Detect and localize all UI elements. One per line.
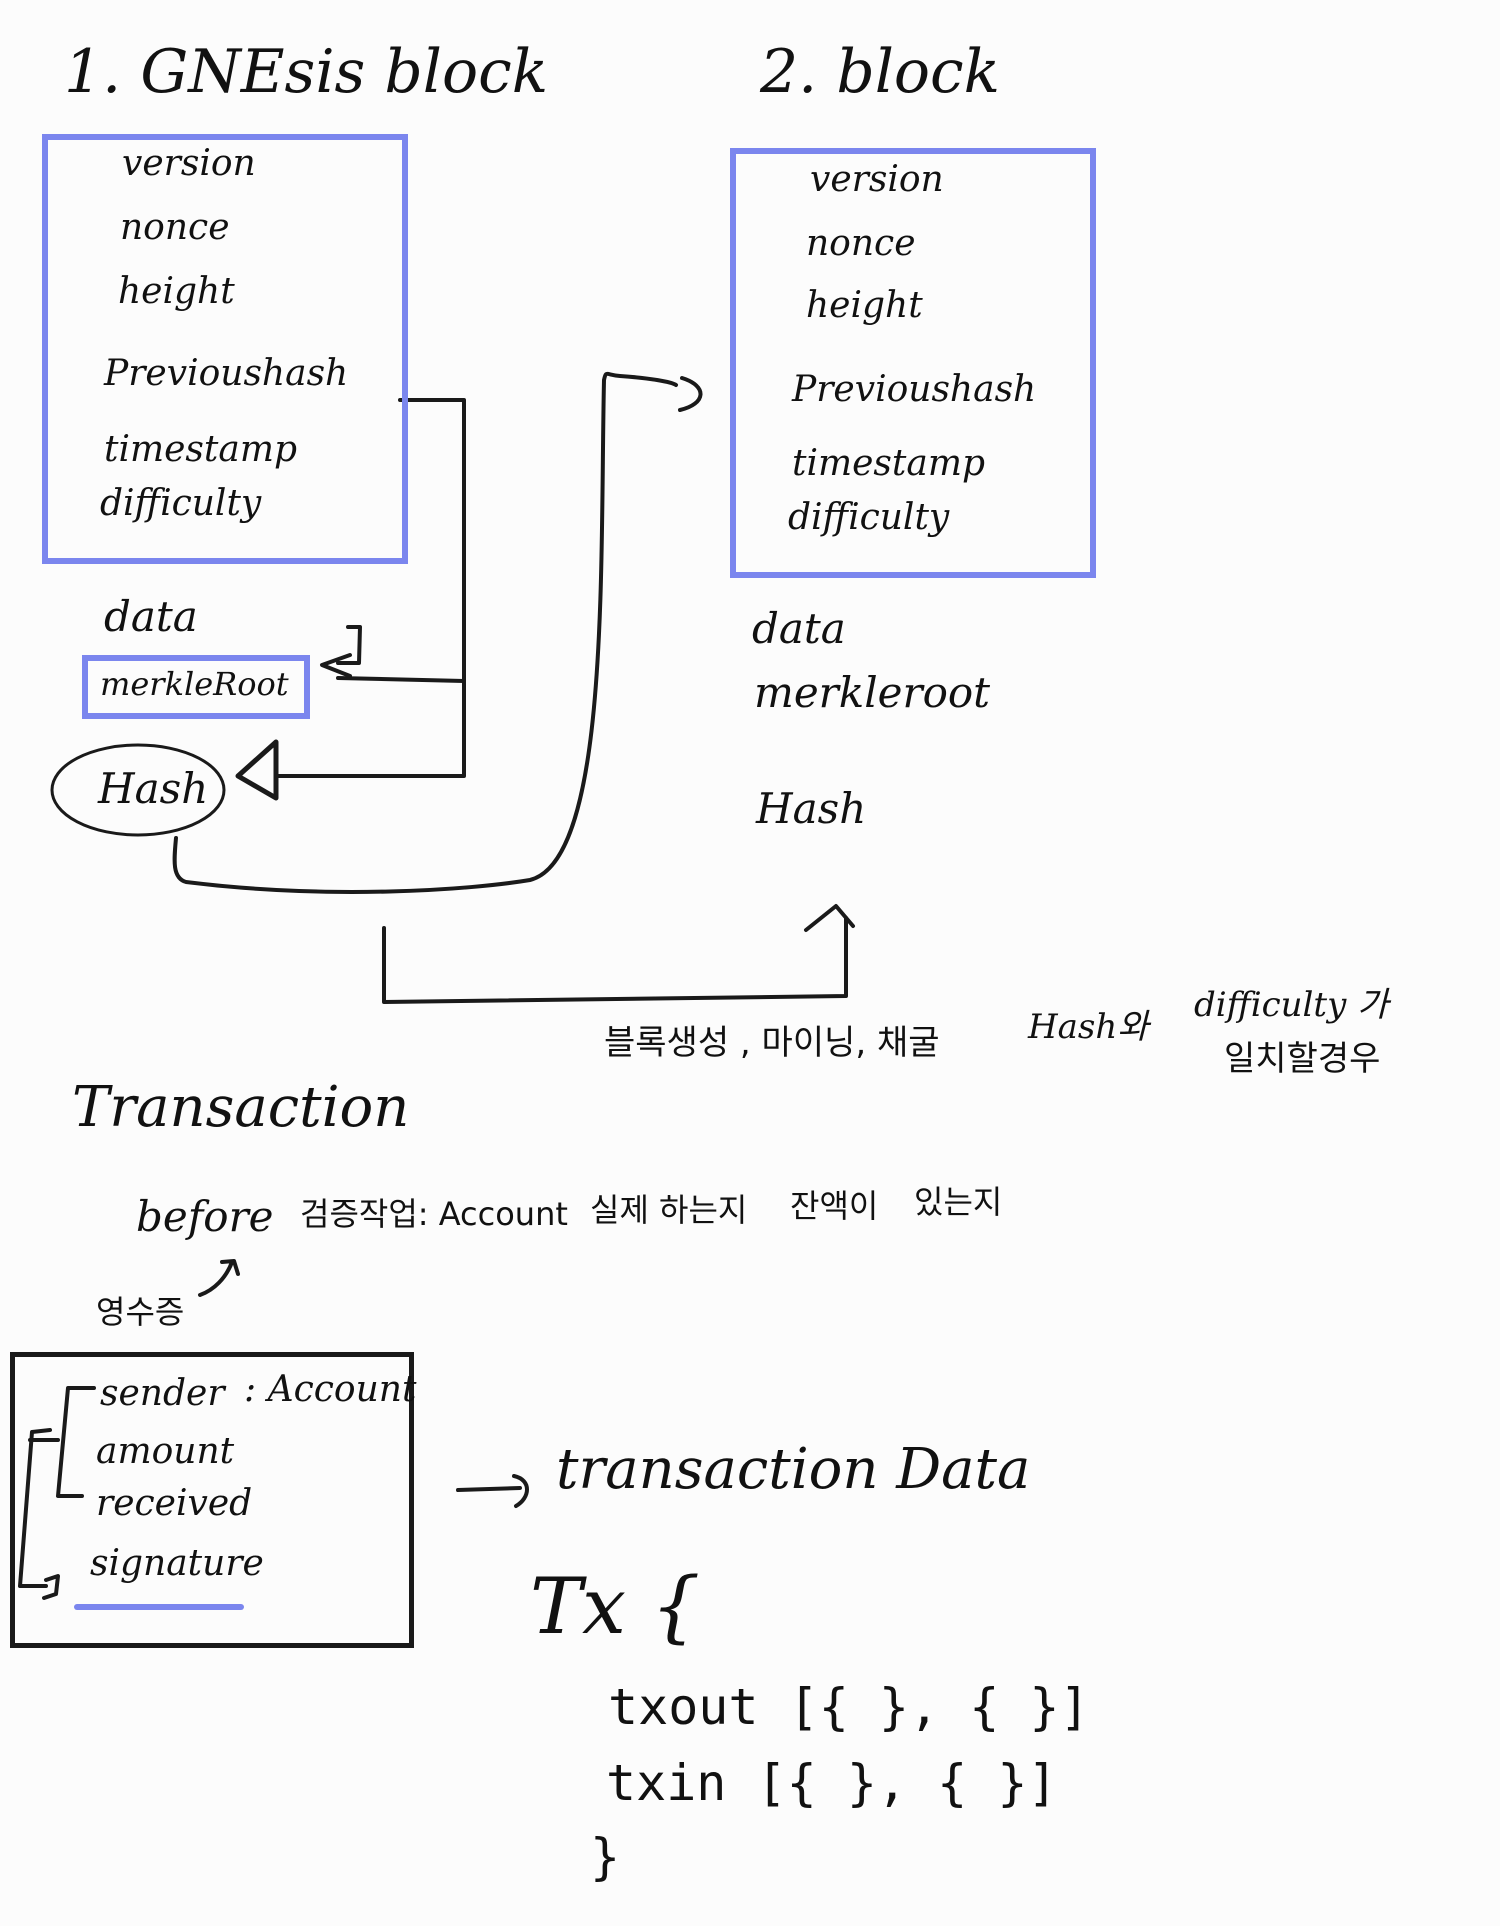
block2-merkle-label: merkleroot [754, 668, 991, 717]
genesis-merkle-box [82, 655, 310, 719]
verify-note-exists: 실제 하는지 [590, 1191, 748, 1229]
before-arrow-icon [198, 1259, 240, 1297]
transaction-data-label: transaction Data [556, 1437, 1031, 1502]
merkle-arrow-icon [320, 625, 362, 678]
block2-hash-label: Hash [756, 784, 867, 833]
genesis-field-nonce: nonce [120, 207, 230, 248]
mining-note-difficulty: difficulty 가 [1194, 985, 1389, 1025]
verify-note-lead: 검증작업: Account [300, 1195, 568, 1233]
mining-note-match: 일치할경우 [1224, 1039, 1381, 1079]
genesis-merkle-label: merkleRoot [100, 665, 289, 703]
genesis-field-timestamp: timestamp [104, 429, 298, 470]
transaction-title: Transaction [72, 1075, 410, 1140]
block2-field-difficulty: difficulty [788, 497, 950, 538]
verify-note-balance: 잔액이 [790, 1187, 879, 1225]
tx-code-open: Tx { [530, 1562, 701, 1652]
receipt-field-sender-type: : Account [244, 1369, 417, 1410]
before-label: before [136, 1192, 274, 1241]
genesis-header-box [42, 134, 408, 564]
hash-triangle-icon [235, 739, 279, 801]
header-to-hash-bracket [276, 398, 466, 778]
genesis-field-height: height [118, 271, 235, 312]
receipt-field-amount: amount [96, 1431, 235, 1472]
mining-note-korean: 블록생성 , 마이닝, 채굴 [604, 1023, 940, 1063]
tx-data-arrow-icon [456, 1474, 529, 1508]
block2-field-version: version [810, 159, 944, 200]
block2-field-height: height [806, 285, 923, 326]
hash-to-prevhash-curve [172, 371, 703, 894]
genesis-field-version: version [122, 143, 256, 184]
block2-field-previoushash: Previoushash [792, 369, 1037, 410]
hash-ellipse [50, 743, 226, 837]
tx-code-txin: txin [{ }, { }] [606, 1754, 1058, 1812]
block2-title: 2. block [760, 37, 1000, 107]
genesis-hash-label: Hash [98, 764, 209, 813]
receipt-field-sender: sender [100, 1373, 225, 1414]
receipt-inner-brace [28, 1386, 96, 1498]
block2-field-nonce: nonce [806, 223, 916, 264]
genesis-field-difficulty: difficulty [100, 483, 262, 524]
block2-header-box [730, 148, 1096, 578]
tx-code-txout: txout [{ }, { }] [608, 1678, 1090, 1736]
tx-code-close: } [590, 1828, 621, 1886]
genesis-data-label: data [104, 592, 198, 641]
receipt-box [10, 1352, 414, 1648]
header-to-merkle-branch [336, 676, 466, 683]
genesis-field-previoushash: Previoushash [104, 353, 349, 394]
block2-field-timestamp: timestamp [792, 443, 986, 484]
mining-bracket [382, 916, 848, 1004]
receipt-outer-brace [18, 1428, 60, 1600]
signature-underline [74, 1604, 244, 1610]
receipt-field-received: received [96, 1483, 253, 1524]
verify-note-has: 있는지 [914, 1183, 1003, 1221]
genesis-block-title: 1. GNEsis block [64, 37, 549, 107]
mining-arrow-icon [804, 904, 855, 932]
block2-data-label: data [752, 604, 846, 653]
receipt-field-signature: signature [90, 1543, 264, 1584]
receipt-label: 영수증 [96, 1293, 185, 1331]
mining-note-hash: Hash와 [1028, 1007, 1149, 1047]
